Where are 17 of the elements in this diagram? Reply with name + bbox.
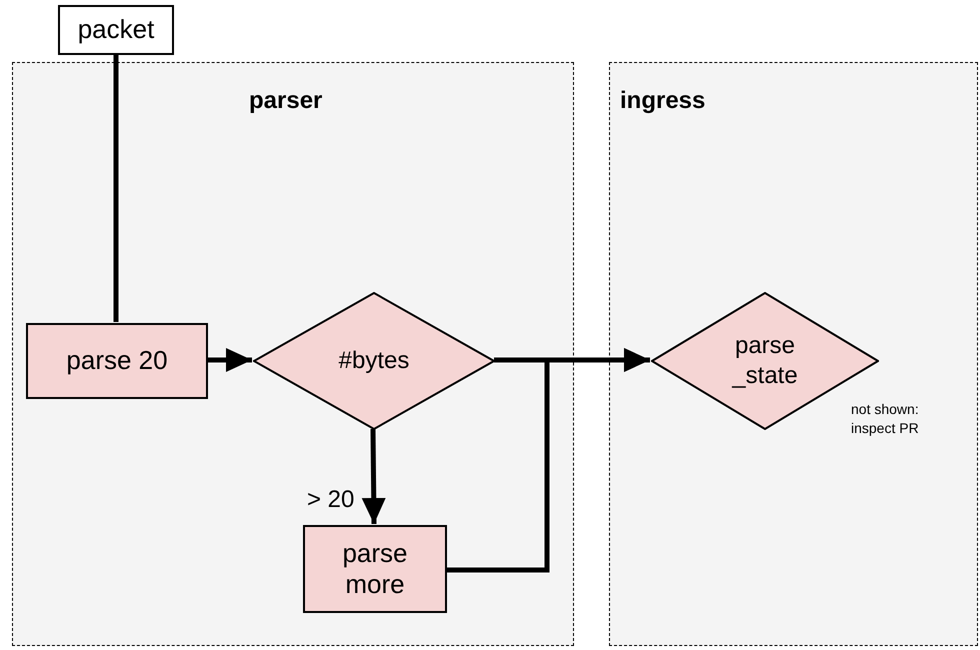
- process-box: [303, 525, 447, 613]
- group-panel: [12, 62, 574, 646]
- decision-diamond: [253, 292, 495, 430]
- arrow: [362, 428, 386, 524]
- decision-label: parse _state: [730, 331, 799, 391]
- side-note: not shown: inspect PR: [851, 400, 920, 438]
- box-label: parse more: [341, 538, 409, 600]
- decision-label: #bytes: [338, 346, 410, 376]
- group-title: parser: [249, 87, 322, 115]
- process-box: [58, 5, 174, 55]
- arrow: [207, 348, 252, 372]
- group-title: ingress: [620, 87, 706, 115]
- group-panel: [609, 62, 978, 646]
- box-label: packet: [78, 14, 154, 46]
- connector-line: [114, 55, 118, 322]
- process-box: [26, 323, 208, 399]
- box-label: parse 20: [66, 345, 168, 377]
